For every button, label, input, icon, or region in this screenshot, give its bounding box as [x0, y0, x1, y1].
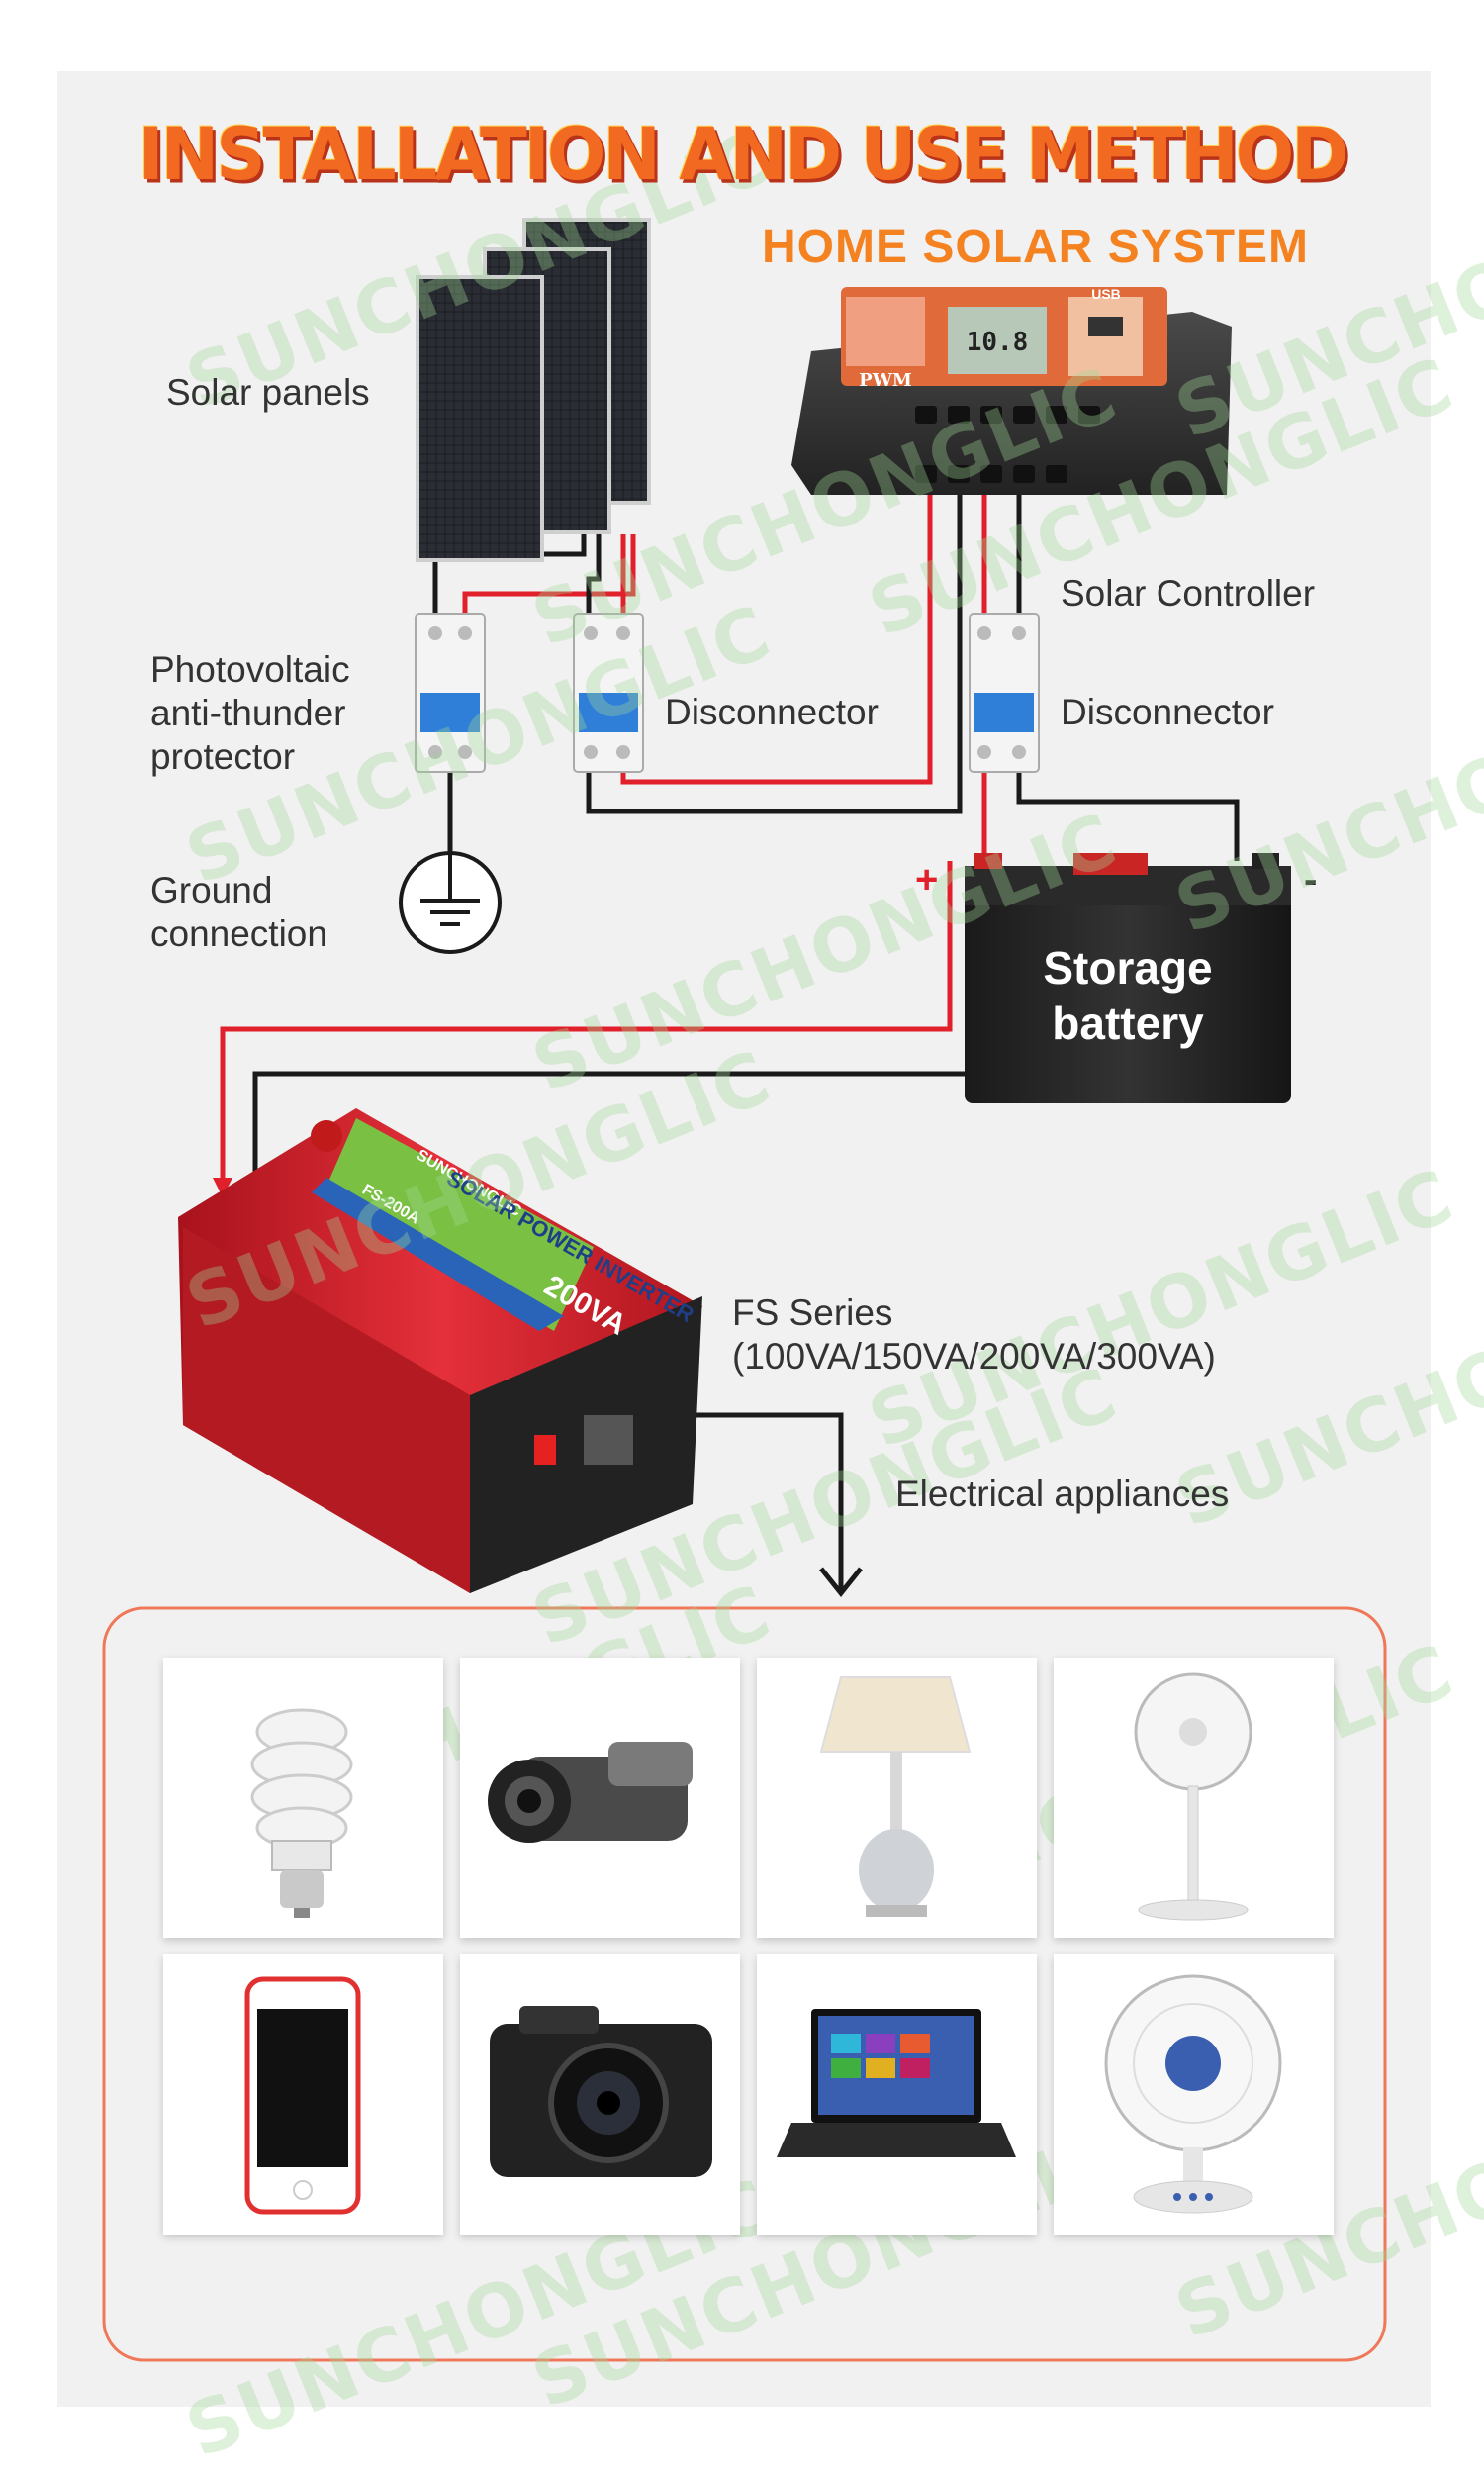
controller-brand: PWM — [859, 370, 912, 391]
phone-icon — [244, 1976, 361, 2215]
left-disconnector-breaker — [573, 613, 644, 773]
disconnector-right-label: Disconnector — [1061, 692, 1274, 732]
appliance-tile-camera — [460, 1954, 740, 2235]
pv-protector-label-line: protector — [150, 736, 296, 777]
disconnector-left-label: Disconnector — [665, 692, 879, 732]
appliance-tile-desk-fan — [1054, 1954, 1334, 2235]
inverter-models-line: (100VA/150VA/200VA/300VA) — [732, 1336, 1216, 1377]
camera-icon — [490, 2006, 712, 2177]
battery-label-line: battery — [1052, 998, 1204, 1049]
battery-minus-label: - — [1304, 858, 1317, 902]
solar-panels — [416, 218, 651, 562]
arrow-down-icon — [819, 1567, 863, 1598]
wiring — [220, 487, 1289, 1593]
controller-usb-label: USB — [1091, 286, 1121, 302]
pv-protector-breaker — [415, 613, 486, 773]
pv-protector-label-line: anti-thunder — [150, 693, 346, 733]
appliance-tile-phone — [163, 1954, 443, 2235]
pv-protector-label: Photovoltaic anti-thunder protector — [150, 648, 350, 779]
desk-fan-icon — [1104, 1974, 1282, 2214]
ground-label-line: connection — [150, 913, 327, 954]
solar-controller: 10.8 PWM USB — [791, 286, 1232, 495]
storage-battery — [965, 853, 1291, 1103]
inverter-series-line: FS Series — [732, 1292, 893, 1333]
appliance-tile-pedestal-fan — [1054, 1658, 1334, 1938]
solar-panels-label: Solar panels — [166, 372, 370, 413]
appliance-tile-lamp — [757, 1658, 1037, 1938]
solar-controller-label: Solar Controller — [1061, 573, 1316, 614]
page-title: INSTALLATION AND USE METHOD — [138, 111, 1349, 198]
camcorder-icon — [488, 1742, 693, 1843]
laptop-icon — [777, 2009, 1016, 2157]
ground-symbol-icon — [399, 851, 502, 954]
pedestal-fan-icon — [1134, 1672, 1252, 1921]
page-subtitle: HOME SOLAR SYSTEM — [762, 221, 1310, 273]
pv-protector-label-line: Photovoltaic — [150, 649, 350, 690]
appliances-label: Electrical appliances — [895, 1474, 1230, 1514]
battery-label: Storage battery — [965, 940, 1291, 1051]
controller-screen — [948, 307, 1047, 374]
ground-label-line: Ground — [150, 870, 273, 910]
right-disconnector-breaker — [969, 613, 1040, 773]
bulb-icon — [250, 1708, 353, 1918]
arrow-red-icon — [213, 1178, 232, 1197]
ground-label: Ground connection — [150, 869, 327, 956]
battery-plus-label: + — [915, 858, 938, 902]
inverter-series-label: FS Series (100VA/150VA/200VA/300VA) — [732, 1291, 1216, 1379]
lamp-icon — [819, 1676, 972, 1917]
power-inverter — [178, 1108, 702, 1593]
appliance-tile-camcorder — [460, 1658, 740, 1938]
controller-reading: 10.8 — [967, 328, 1029, 357]
appliances-frame — [102, 1606, 1387, 2362]
appliance-tile-laptop — [757, 1954, 1037, 2235]
battery-label-line: Storage — [1043, 942, 1213, 994]
appliance-tile-bulb — [163, 1658, 443, 1938]
